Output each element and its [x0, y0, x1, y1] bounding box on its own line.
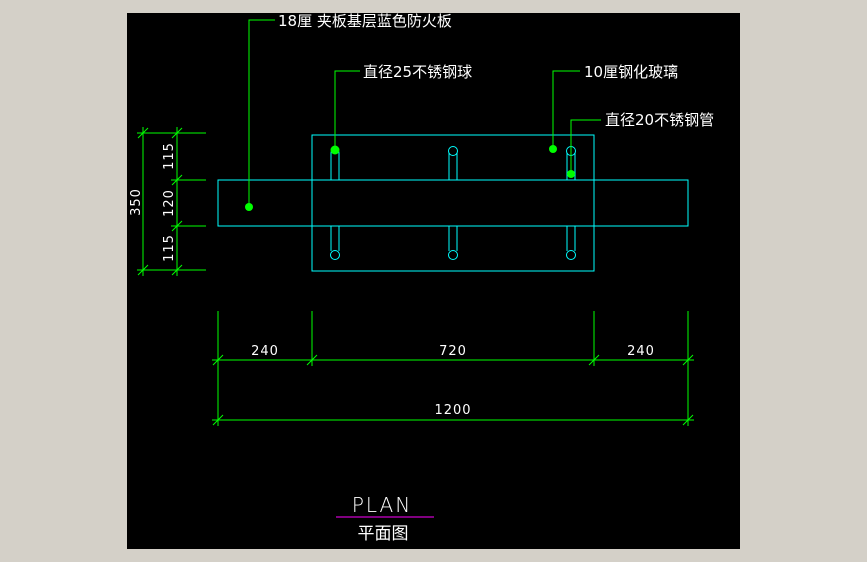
vertical-dimension-lines	[137, 127, 206, 276]
horizontal-dimension-lines	[212, 311, 694, 426]
drawing-canvas[interactable]: 18厘 夹板基层蓝色防火板 直径25不锈钢球 10厘钢化玻璃 直径20不锈钢管	[127, 13, 740, 549]
leader-dot-board	[245, 203, 253, 211]
label-board: 18厘 夹板基层蓝色防火板	[278, 13, 452, 30]
leader-dot-tube	[567, 170, 575, 178]
fireproof-board-outline	[217, 179, 689, 227]
dim-horizontal-left: 240	[251, 344, 279, 359]
label-tube: 直径20不锈钢管	[605, 111, 714, 129]
dim-horizontal-total: 1200	[434, 403, 471, 418]
steel-tube-left	[330, 148, 340, 260]
dim-horizontal-mid: 720	[439, 344, 467, 359]
leader-glass	[552, 70, 580, 149]
leader-dot-glass	[549, 145, 557, 153]
plan-drawing: 18厘 夹板基层蓝色防火板 直径25不锈钢球 10厘钢化玻璃 直径20不锈钢管	[129, 13, 714, 544]
title-plan: PLAN	[352, 493, 412, 517]
label-glass: 10厘钢化玻璃	[584, 63, 678, 81]
label-ball: 直径25不锈钢球	[363, 63, 472, 81]
dim-vertical-top: 115	[162, 142, 177, 170]
dim-vertical-total: 350	[129, 188, 144, 216]
dim-horizontal-right: 240	[627, 344, 655, 359]
leader-ball	[334, 70, 360, 150]
title-sub: 平面图	[358, 524, 409, 544]
leader-tube	[570, 119, 601, 174]
dim-vertical-mid: 120	[162, 189, 177, 217]
leader-dot-ball	[330, 145, 340, 155]
glass-panel-outline	[311, 134, 595, 272]
leader-board	[248, 19, 275, 207]
steel-tube-middle	[448, 146, 458, 260]
dim-vertical-bottom: 115	[162, 234, 177, 262]
